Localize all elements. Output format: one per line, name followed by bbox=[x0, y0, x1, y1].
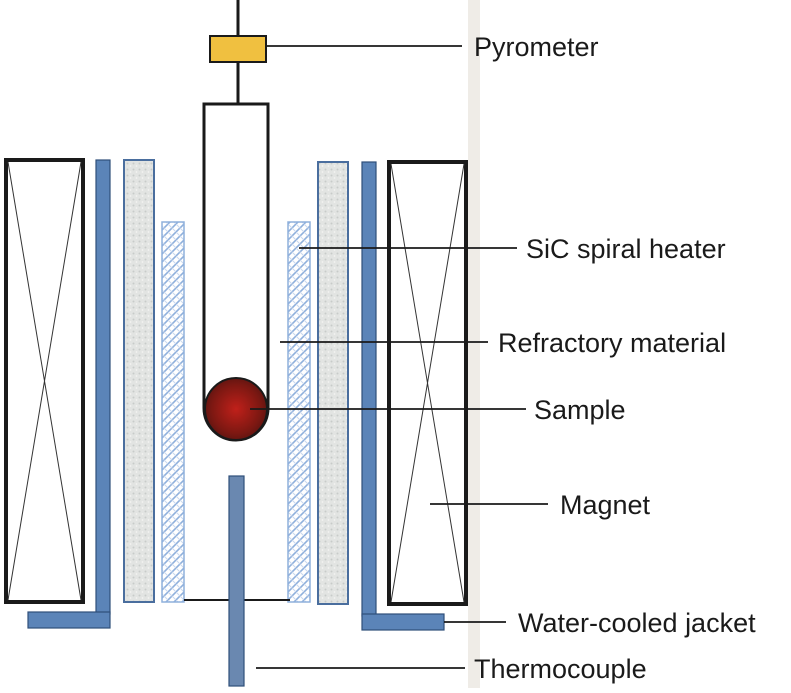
leader-lines bbox=[250, 45, 548, 669]
magnet-left bbox=[4, 158, 85, 604]
label-magnet: Magnet bbox=[560, 490, 651, 520]
label-jacket: Water-cooled jacket bbox=[518, 608, 756, 638]
label-heater: SiC spiral heater bbox=[526, 234, 726, 264]
label-sample: Sample bbox=[534, 395, 626, 425]
refractory-left bbox=[123, 159, 155, 603]
label-pyrometer: Pyrometer bbox=[474, 32, 599, 62]
background bbox=[470, 0, 791, 688]
magnet-right bbox=[387, 160, 468, 606]
heater-left bbox=[161, 221, 185, 603]
label-refractory: Refractory material bbox=[498, 328, 726, 358]
label-thermocouple: Thermocouple bbox=[474, 654, 647, 684]
thermocouple-rod-icon bbox=[228, 475, 245, 687]
refractory-right bbox=[317, 161, 349, 605]
pyrometer-sensor-icon bbox=[209, 35, 267, 63]
water-jacket-right bbox=[361, 161, 445, 631]
heater-right bbox=[287, 221, 311, 603]
water-jacket-left bbox=[27, 159, 111, 629]
side-panel-strip bbox=[468, 0, 480, 688]
